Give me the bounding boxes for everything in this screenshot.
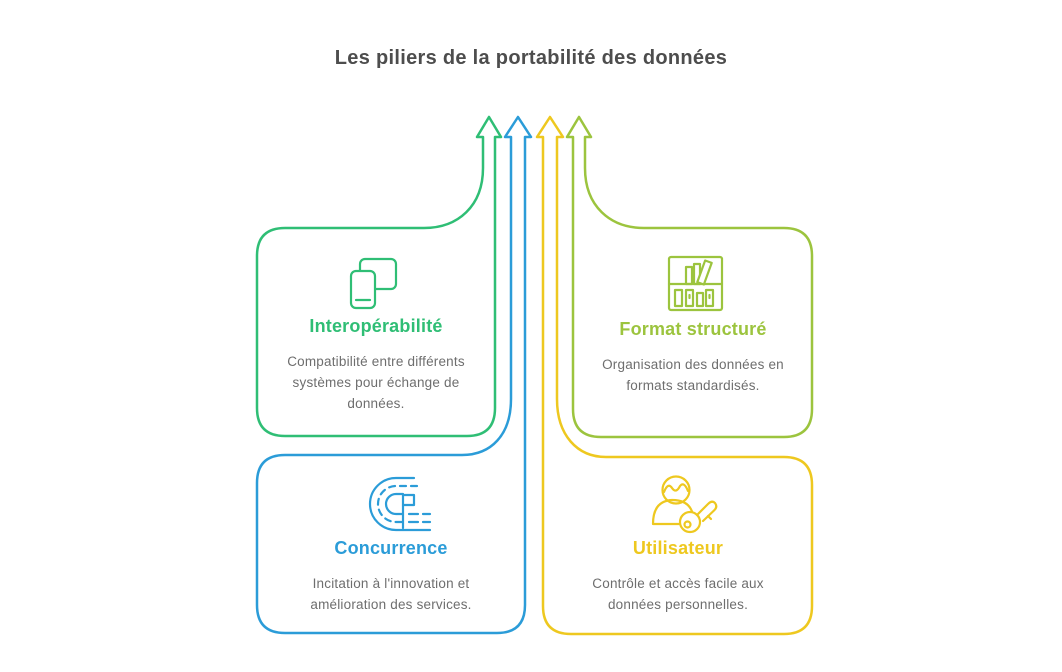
user-key-icon (651, 475, 718, 534)
card-concurrence: Concurrence Incitation à l'innovation et… (257, 538, 525, 615)
racetrack-icon (368, 476, 432, 532)
page-title: Les piliers de la portabilité des donnée… (334, 47, 728, 69)
card-format-structure: Format structuré Organisation des donnée… (572, 319, 814, 396)
card-format-structure-description: Organisation des données en formats stan… (602, 357, 784, 393)
card-interoperabilite: Interopérabilité Compatibilité entre dif… (256, 316, 496, 414)
devices-icon (349, 257, 398, 310)
card-concurrence-description: Incitation à l'innovation et amélioratio… (310, 576, 472, 612)
bookshelf-icon (667, 255, 724, 312)
format-structure-outline-arrow (565, 115, 814, 439)
utilisateur-outline-arrow (535, 115, 814, 636)
card-interoperabilite-description: Compatibilité entre différents systèmes … (287, 354, 465, 411)
card-format-structure-title: Format structuré (619, 319, 767, 339)
interoperabilite-outline-arrow (255, 115, 503, 438)
card-interoperabilite-title: Interopérabilité (309, 316, 443, 336)
concurrence-outline-arrow (255, 115, 533, 635)
card-concurrence-title: Concurrence (334, 538, 448, 558)
card-utilisateur: Utilisateur Contrôle et accès facile aux… (543, 538, 813, 615)
card-utilisateur-description: Contrôle et accès facile aux données per… (592, 576, 764, 612)
card-utilisateur-title: Utilisateur (632, 538, 724, 558)
